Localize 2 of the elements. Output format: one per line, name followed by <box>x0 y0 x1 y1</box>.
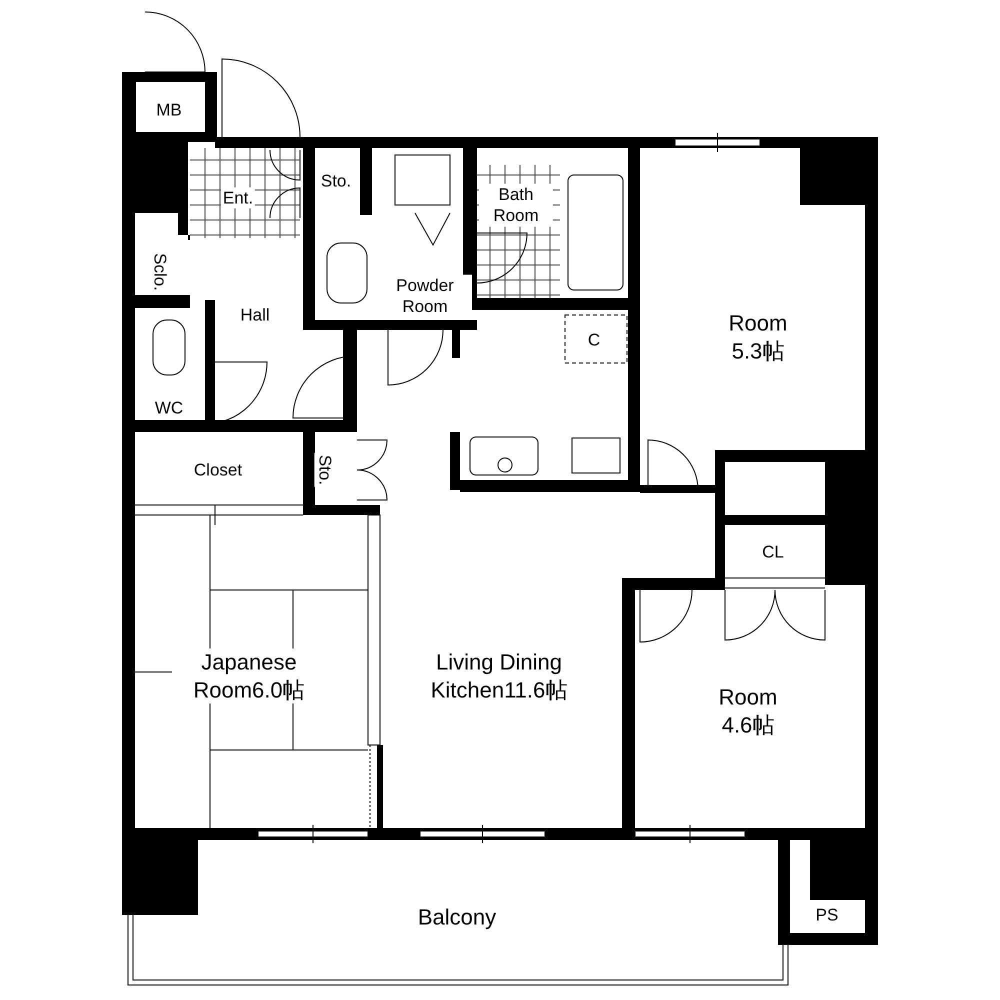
room-label: Ent. <box>220 187 256 209</box>
room-label: Bath Room <box>479 184 553 226</box>
